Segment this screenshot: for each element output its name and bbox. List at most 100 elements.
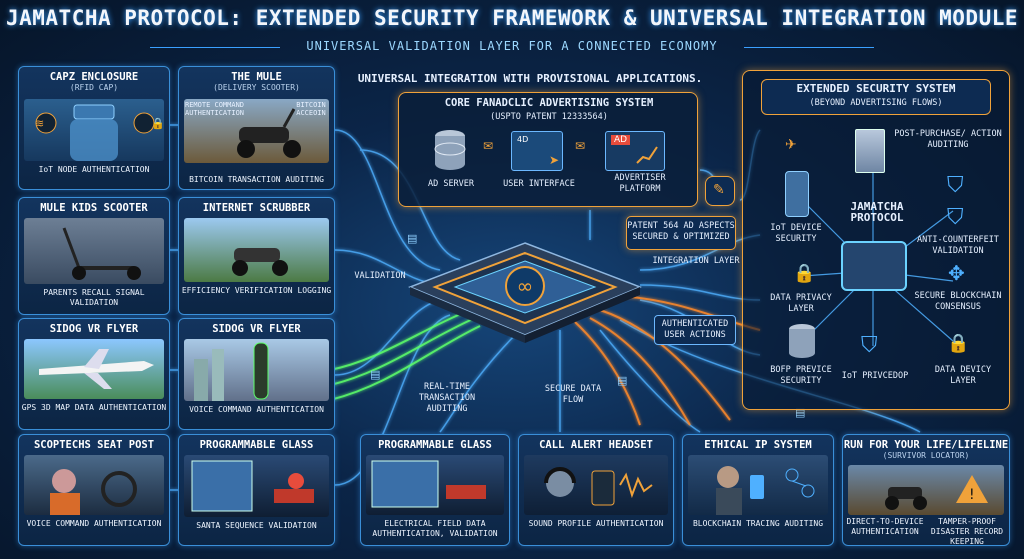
jamatcha-logo-icon: ∞ <box>505 266 545 306</box>
card-programmable-glass-1[interactable]: PROGRAMMABLE GLASS SANTA SEQUENCE VALIDA… <box>178 434 335 546</box>
card-title: PROGRAMMABLE GLASS <box>378 439 492 451</box>
label-validation: VALIDATION <box>354 271 406 281</box>
ad-badge: AD <box>611 135 631 145</box>
svg-text:!: ! <box>969 487 975 503</box>
user-interface-screen <box>511 131 563 171</box>
card-subtitle: (DELIVERY SCOOTER) <box>213 83 300 92</box>
card-caption: BLOCKCHAIN TRACING AUDITING <box>692 519 824 528</box>
shield-icon: ⛉ <box>947 173 964 198</box>
cursor-icon: ➤ <box>549 153 560 167</box>
core-item-advertiser-platform: ADVERTISER PLATFORM <box>614 173 666 194</box>
card-caption: VOICE COMMAND AUTHENTICATION <box>26 519 162 528</box>
card-caption: IoT NODE AUTHENTICATION <box>38 165 150 174</box>
blockchain-icon: ✥ <box>948 261 965 285</box>
card-caption: VOICE COMMAND AUTHENTICATION <box>189 405 324 414</box>
security-item-bofp: BOFP PREVICE SECURITY <box>770 365 832 386</box>
drone-icon: ✈ <box>785 137 797 153</box>
patent-tag: PATENT 564 AD ASPECTS SECURED & OPTIMIZE… <box>626 216 736 250</box>
label-secure-data-flow: SECURE DATA FLOW <box>544 384 602 405</box>
card-title: RUN FOR YOUR LIFE/LIFELINE <box>843 439 1009 451</box>
page-subtitle: UNIVERSAL VALIDATION LAYER FOR A CONNECT… <box>306 39 718 53</box>
card-programmable-glass-2[interactable]: PROGRAMMABLE GLASS ELECTRICAL FIELD DATA… <box>360 434 510 546</box>
headset-image <box>524 455 668 515</box>
card-caption: GPS 3D MAP DATA AUTHENTICATION <box>21 403 167 412</box>
card-ethical-ip-system[interactable]: ETHICAL IP SYSTEM BLOCKCHAIN TRACING AUD… <box>682 434 834 546</box>
card-sidog-vr-flyer-1[interactable]: SIDOG VR FLYER GPS 3D MAP DATA AUTHENTIC… <box>18 318 170 430</box>
core-advertising-system[interactable]: CORE FANADCLIC ADVERTISING SYSTEM (USPTO… <box>398 92 698 207</box>
driver-image <box>24 455 164 515</box>
card-sidog-vr-flyer-2[interactable]: SIDOG VR FLYER VOICE COMMAND AUTHENTICAT… <box>178 318 335 430</box>
card-caption: SANTA SEQUENCE VALIDATION <box>196 521 317 530</box>
card-caption-right: TAMPER-PROOF DISASTER RECORD KEEPING <box>930 517 1004 546</box>
card-capz-enclosure[interactable]: CAPZ ENCLOSURE (RFID CAP) ≋ 🔒 IoT NODE A… <box>18 66 170 190</box>
core-item-user-interface: USER INTERFACE <box>503 179 575 189</box>
card-mule-kids-scooter[interactable]: MULE KIDS SCOOTER PARENTS RECALL SIGNAL … <box>18 197 170 315</box>
card-title: CALL ALERT HEADSET <box>539 439 653 451</box>
security-item-blockchain: SECURE BLOCKCHAIN CONSENSUS <box>914 291 1002 312</box>
security-item-data-privacy: DATA PRIVACY LAYER <box>770 293 832 314</box>
iot-device-icon <box>785 171 809 217</box>
card-caption-left: DIRECT-TO-DEVICE AUTHENTICATION <box>846 517 924 536</box>
lock-icon: 🔒 <box>947 333 970 354</box>
ui-badge: 4D <box>517 135 529 144</box>
card-subtitle: (RFID CAP) <box>69 83 119 92</box>
card-caption: ELECTRICAL FIELD DATA AUTHENTICATION, VA… <box>372 519 498 538</box>
security-item-data-devicy: DATA DEVICY LAYER <box>934 365 992 386</box>
airplane-image <box>24 339 164 399</box>
card-the-mule[interactable]: THE MULE (DELIVERY SCOOTER) REMOTE COMMA… <box>178 66 335 190</box>
divider <box>744 47 874 48</box>
integration-heading: UNIVERSAL INTEGRATION WITH PROVISIONAL A… <box>357 72 703 85</box>
card-run-for-your-life[interactable]: RUN FOR YOUR LIFE/LIFELINE (SURVIVOR LOC… <box>842 434 1010 546</box>
survivor-image: ! <box>848 465 1004 515</box>
card-call-alert-headset[interactable]: CALL ALERT HEADSET SOUND PROFILE AUTHENT… <box>518 434 674 546</box>
divider <box>150 47 280 48</box>
security-item-iot-privcedop: IoT PRIVCEDOP <box>841 371 909 381</box>
hub-label: JAMATCHA PROTOCOL <box>850 200 904 224</box>
extended-security-subtitle: (BEYOND ADVERTISING FLOWS) <box>809 98 943 108</box>
note-bitcoin: BITCOIN ACCEOIN <box>296 101 326 117</box>
card-internet-scrubber[interactable]: INTERNET SCRUBBER EFFICIENCY VERIFICATIO… <box>178 197 335 315</box>
glass-sleigh-image <box>366 455 504 515</box>
document-icon: ▤ <box>617 374 628 387</box>
card-title: SIDOG VR FLYER <box>49 323 139 335</box>
lock-icon: 🔒 <box>151 117 165 130</box>
label-realtime-auditing: REAL-TIME TRANSACTION AUDITING <box>418 382 476 414</box>
document-icon: ▤ <box>795 406 806 419</box>
lock-icon: 🔒 <box>793 263 816 284</box>
security-item-iot-device: IoT DEVICE SECURITY <box>770 223 822 244</box>
card-title: CAPZ ENCLOSURE <box>49 71 139 83</box>
santa-glass-image <box>184 455 329 517</box>
database-icon <box>789 324 815 358</box>
security-item-post-purchase: POST-PURCHASE/ ACTION AUDITING <box>894 129 1002 150</box>
database-icon <box>434 130 466 170</box>
label-authenticated-actions: AUTHENTICATED USER ACTIONS <box>654 315 736 345</box>
card-caption: SOUND PROFILE AUTHENTICATION <box>528 519 664 528</box>
scooter-image <box>24 218 164 284</box>
card-title: SIDOG VR FLYER <box>212 323 301 335</box>
label-integration-layer: INTEGRATION LAYER <box>652 256 740 266</box>
card-caption: PARENTS RECALL SIGNAL VALIDATION <box>43 288 145 307</box>
extended-security-system[interactable]: EXTENDED SECURITY SYSTEM (BEYOND ADVERTI… <box>742 70 1010 410</box>
card-scoptechs-seat-post[interactable]: SCOPTECHS SEAT POST VOICE COMMAND AUTHEN… <box>18 434 170 546</box>
extended-security-header <box>761 79 991 115</box>
card-caption: EFFICIENCY VERIFICATION LOGGING <box>181 286 332 295</box>
document-icon: ▤ <box>370 368 381 381</box>
hub-chip-icon <box>841 241 907 291</box>
mail-icon: ✉ <box>483 139 494 153</box>
rfid-icon: ≋ <box>35 117 45 130</box>
card-title: MULE KIDS SCOOTER <box>40 202 148 214</box>
core-title: CORE FANADCLIC ADVERTISING SYSTEM <box>444 97 654 109</box>
city-device-image <box>184 339 329 401</box>
extended-security-title: EXTENDED SECURITY SYSTEM <box>796 82 956 95</box>
document-icon: ▤ <box>407 232 418 245</box>
card-title: THE MULE <box>231 71 282 83</box>
core-item-ad-server: AD SERVER <box>427 179 475 189</box>
bottle-image <box>24 99 164 161</box>
core-subtitle: (USPTO PATENT 12333564) <box>490 112 608 122</box>
ip-system-image <box>688 455 828 515</box>
page-title: JAMATCHA PROTOCOL: EXTENDED SECURITY FRA… <box>5 6 1019 30</box>
card-title: SCOPTECHS SEAT POST <box>33 439 155 451</box>
mail-icon: ✉ <box>575 139 586 153</box>
shield-icon: ⛉ <box>947 205 964 230</box>
card-title: ETHICAL IP SYSTEM <box>704 439 812 451</box>
